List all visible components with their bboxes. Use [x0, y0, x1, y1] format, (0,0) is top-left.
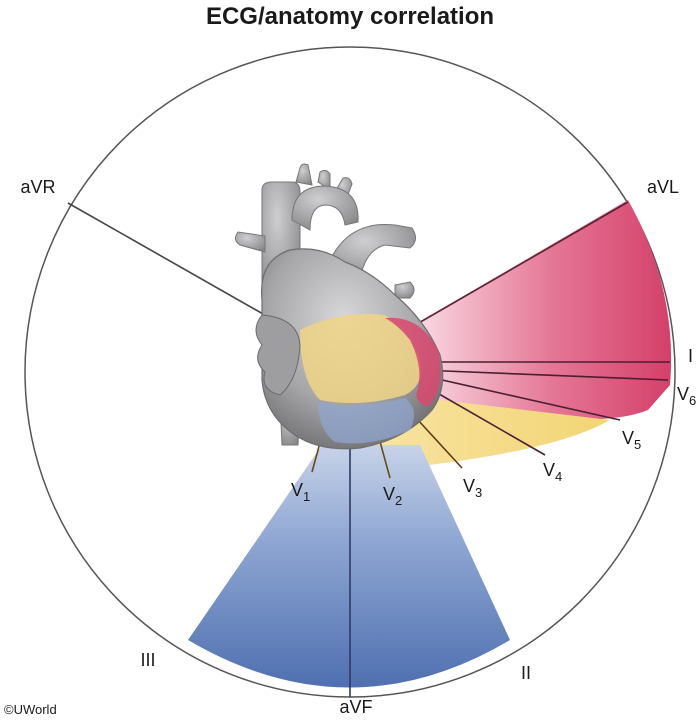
lead-labels: aVR aVL I II III aVF V6 V5 V4 V3 V2 V1 [20, 177, 696, 717]
diagram-title: ECG/anatomy correlation [206, 3, 494, 30]
aVR-line [67, 202, 301, 336]
right-pulmonary-vessel [234, 231, 266, 253]
lead-label-aVL: aVL [647, 177, 679, 197]
lead-label-aVR: aVR [20, 177, 55, 197]
copyright-label: ©UWorld [4, 702, 57, 717]
lead-label-I: I [688, 346, 693, 366]
lead-label-V6: V6 [677, 384, 696, 408]
right-atrium [255, 314, 301, 396]
heart-illustration [234, 163, 444, 450]
lead-label-V5: V5 [622, 428, 641, 452]
V6-line [419, 369, 669, 381]
aortic-branch-1 [295, 163, 313, 186]
aVL-line [409, 201, 629, 329]
aortic-arch [291, 185, 359, 231]
lead-label-II: II [521, 663, 531, 683]
left-pulmonary-vessel [394, 281, 415, 299]
lead-label-V3: V3 [463, 476, 482, 500]
lead-label-V2: V2 [383, 484, 402, 508]
inferior-wall-sector [188, 445, 510, 688]
lead-label-V4: V4 [543, 460, 562, 484]
anterior-septal-wall [300, 314, 421, 404]
lateral-wall [385, 317, 441, 406]
lead-label-aVF: aVF [339, 697, 372, 717]
lateral-wall-sector [405, 200, 672, 420]
V5-line [419, 374, 621, 421]
V4-line [419, 382, 546, 456]
aortic-branch-2 [317, 169, 331, 191]
inferior-wall [318, 398, 414, 444]
lead-label-III: III [140, 650, 155, 670]
lead-label-V1: V1 [291, 480, 310, 504]
